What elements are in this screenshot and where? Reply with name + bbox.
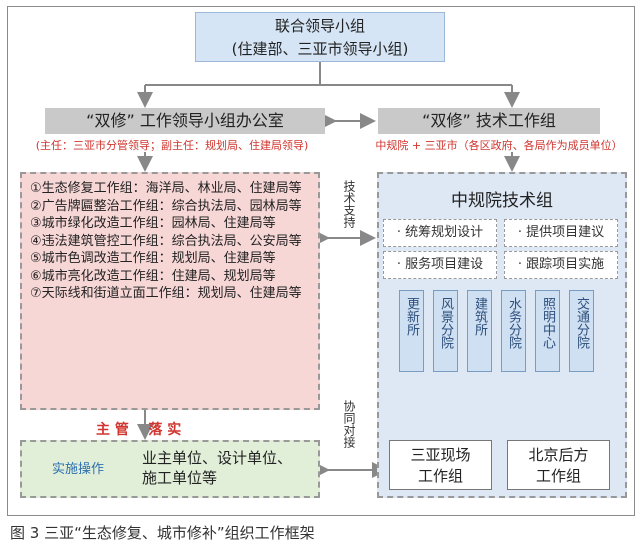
- implementation-label: 实施操作: [52, 462, 105, 477]
- tech-group-box: “双修” 技术工作组: [378, 108, 600, 134]
- dept-box: 更新所: [399, 290, 424, 372]
- office-subtitle: (主任：三亚市分管领导；副主任：规划局、住建局领导): [35, 139, 309, 152]
- work-group-item: ①生态修复工作组：海洋局、林业局、住建局等: [30, 181, 302, 196]
- work-group-item: ⑥城市亮化改造工作组：住建局、规划局等: [30, 268, 276, 284]
- figure-caption: 图 3 三亚“生态修复、城市修补”组织工作框架: [10, 524, 315, 542]
- joint-leadership-subtitle: (住建部、三亚市领导小组): [231, 40, 409, 58]
- cpg-item: · 跟踪项目实施: [504, 251, 618, 279]
- joint-leadership-group: 联合领导小组 (住建部、三亚市领导小组): [195, 12, 445, 62]
- tech-group-subtitle: 中规院 + 三亚市（各区政府、各局作为成员单位）: [375, 139, 623, 152]
- cpg-title: 中规院技术组: [451, 191, 553, 211]
- dept-box: 水务分院: [501, 290, 526, 372]
- cpg-item: · 提供项目建议: [504, 219, 618, 247]
- diagram-frame: [7, 6, 635, 516]
- office-box: “双修” 工作领导小组办公室: [45, 108, 325, 134]
- supervise-label: 主 管 落 实: [96, 422, 182, 438]
- beijing-backend-group: 北京后方工作组: [507, 440, 610, 490]
- work-group-item: ⑦天际线和街道立面工作组：规划局、住建局等: [30, 286, 302, 301]
- work-groups-box: ①生态修复工作组：海洋局、林业局、住建局等 ②广告牌匾整治工作组：综合执法局、园…: [20, 172, 320, 410]
- cpg-item: · 统筹规划设计: [383, 219, 497, 247]
- top-split-line: [145, 62, 512, 86]
- work-group-item: ③城市绿化改造工作组：园林局、住建局等: [30, 216, 276, 231]
- sanya-onsite-group: 三亚现场工作组: [389, 440, 492, 490]
- work-group-item: ②广告牌匾整治工作组：综合执法局、园林局等: [30, 198, 302, 214]
- tech-support-label: 技术支持: [342, 180, 356, 228]
- dept-box: 风景分院: [433, 290, 458, 372]
- coordination-label: 协同对接: [342, 400, 356, 448]
- dept-box: 交通分院: [569, 290, 594, 372]
- work-group-item: ⑤城市色调改造工作组：规划局、住建局等: [30, 251, 276, 266]
- work-group-item: ④违法建筑管控工作组：综合执法局、公安局等: [30, 233, 302, 249]
- dept-box: 照明中心: [535, 290, 560, 372]
- implementation-box: 实施操作 业主单位、设计单位、施工单位等: [20, 440, 320, 498]
- joint-leadership-title: 联合领导小组: [274, 17, 365, 35]
- dept-box: 建筑所: [467, 290, 492, 372]
- implementation-units: 业主单位、设计单位、施工单位等: [142, 449, 293, 487]
- cpg-item: · 服务项目建设: [383, 251, 497, 279]
